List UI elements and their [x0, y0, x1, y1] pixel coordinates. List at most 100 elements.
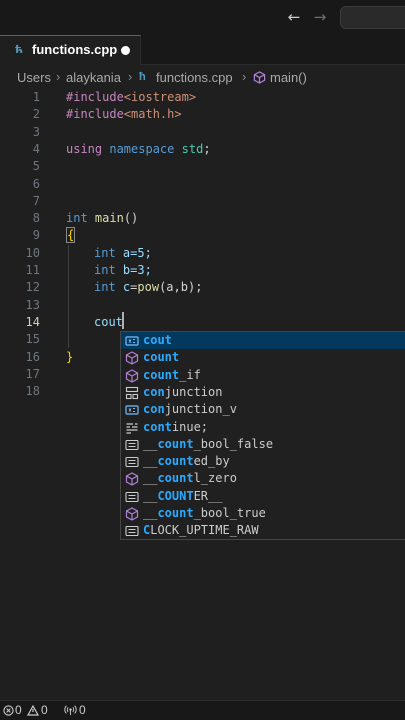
code-editor[interactable]: 1 2 3 4 5 6 7 8 9 10 11 12 13 14 15 16 1… — [0, 89, 405, 700]
line-number: 1 — [32, 90, 40, 104]
suggestion-item[interactable]: conjunction_v — [121, 401, 405, 418]
breadcrumb: Users › alaykania › ћ functions.cpp › ma… — [0, 65, 405, 89]
suggestion-item[interactable]: __counted_by — [121, 453, 405, 470]
parens: () — [123, 211, 139, 226]
method-cube-icon — [253, 71, 266, 84]
type-keyword: int — [94, 280, 116, 295]
line-number: 16 — [25, 349, 40, 364]
method-icon — [125, 351, 139, 365]
suggestion-item[interactable]: __count_bool_true — [121, 505, 405, 522]
error-icon[interactable] — [3, 705, 14, 716]
suggestion-label: CLOCK_UPTIME_RAW — [143, 523, 259, 538]
type-keyword: int — [94, 245, 116, 260]
typed-identifier: cout — [94, 314, 123, 329]
suggestion-item[interactable]: count — [121, 349, 405, 366]
tab-functions-cpp[interactable]: ћ functions.cpp — [0, 35, 141, 65]
status-bar: 0 0 0 — [0, 700, 405, 720]
arguments: (a,b); — [159, 280, 203, 295]
text-icon — [125, 455, 139, 469]
chevron-right-icon: › — [128, 69, 133, 84]
method-icon — [125, 472, 139, 487]
line-number: 2 — [32, 107, 40, 122]
line-number: 17 — [25, 366, 40, 381]
suggestion-label: __count_bool_false — [143, 436, 274, 451]
keyword-using: using — [66, 141, 103, 156]
code-line-8: int main() — [66, 210, 138, 227]
indent-guide — [68, 244, 69, 349]
suggestion-item[interactable]: count_if — [121, 367, 405, 384]
suggestion-label: continue; — [143, 419, 209, 434]
tab-label: functions.cpp — [32, 42, 118, 57]
type-keyword: int — [66, 211, 88, 226]
ports-count[interactable]: 0 — [79, 703, 86, 717]
breadcrumb-symbol[interactable]: main() — [270, 70, 307, 85]
suggestion-label: conjunction — [143, 384, 223, 399]
suggestion-label: __COUNTER__ — [143, 488, 223, 503]
line-number: 9 — [32, 228, 40, 243]
line-number-active: 14 — [25, 314, 40, 329]
arrow-right-icon[interactable]: → — [313, 8, 327, 26]
suggestion-label: __countl_zero — [143, 471, 237, 486]
line-number: 15 — [25, 332, 40, 347]
include-header: <iostream> — [123, 90, 197, 104]
variable-icon — [125, 334, 139, 348]
semicolon: ; — [203, 141, 211, 156]
preprocessor-directive: #include — [66, 107, 124, 122]
line-number: 4 — [32, 141, 40, 156]
open-brace-matched: { — [66, 227, 76, 244]
keyword-namespace: namespace — [109, 141, 175, 156]
declaration: a=5; — [122, 245, 152, 260]
command-center-search[interactable] — [340, 6, 405, 29]
code-line-2: #include<math.h> — [66, 106, 182, 123]
namespace-name: std — [181, 141, 204, 156]
error-count[interactable]: 0 — [15, 703, 22, 717]
chevron-right-icon: › — [56, 69, 61, 84]
text-icon — [125, 490, 139, 504]
code-line-11: int b=3; — [94, 262, 152, 279]
warning-icon[interactable] — [27, 705, 39, 716]
line-number: 3 — [32, 124, 40, 139]
suggestion-item[interactable]: __countl_zero — [121, 470, 405, 487]
method-icon — [125, 507, 139, 521]
text-icon — [125, 438, 139, 452]
type-keyword: int — [94, 263, 116, 277]
line-number: 5 — [32, 159, 40, 174]
code-line-9: { — [66, 227, 76, 244]
close-brace: } — [66, 349, 74, 364]
arrow-left-icon[interactable]: ← — [287, 8, 301, 26]
preprocessor-directive: #include — [66, 90, 124, 104]
ports-broadcast-icon[interactable] — [64, 705, 77, 716]
code-line-12: int c=pow(a,b); — [94, 279, 202, 296]
breadcrumb-folder-users[interactable]: Users — [17, 70, 51, 85]
chevron-right-icon: › — [242, 69, 247, 84]
suggestion-item[interactable]: conjunction — [121, 384, 405, 401]
suggestion-item[interactable]: cout — [121, 332, 405, 350]
c++-file-icon: ћ — [15, 43, 24, 56]
suggestion-item[interactable]: CLOCK_UPTIME_RAW — [121, 522, 405, 539]
variable: c — [122, 280, 131, 295]
suggestion-item[interactable]: __count_bool_false — [121, 436, 405, 453]
suggestion-item[interactable]: __COUNTER__ — [121, 488, 405, 505]
suggestion-label: conjunction_v — [143, 402, 237, 417]
unsaved-dot-icon[interactable] — [121, 46, 130, 55]
line-number: 7 — [32, 193, 40, 208]
variable-icon — [125, 403, 139, 417]
title-bar: ← → — [0, 0, 405, 35]
suggestion-item[interactable]: continue; — [121, 419, 405, 436]
include-header: <math.h> — [123, 107, 182, 122]
method-icon — [125, 368, 139, 383]
warning-count[interactable]: 0 — [41, 703, 48, 717]
code-line-16: } — [66, 349, 73, 366]
function-call: pow — [137, 280, 160, 295]
tab-bar: ћ functions.cpp — [0, 35, 405, 65]
code-line-1: #include<iostream> — [66, 89, 196, 106]
suggestion-label: __counted_by — [143, 454, 230, 469]
code-line-14: cout — [94, 314, 123, 331]
breadcrumb-file[interactable]: functions.cpp — [156, 70, 233, 85]
code-line-4: using namespace std; — [66, 141, 211, 158]
line-number: 6 — [32, 176, 40, 191]
line-number: 8 — [32, 211, 40, 226]
breadcrumb-folder-alaykania[interactable]: alaykania — [66, 70, 121, 85]
text-icon — [125, 524, 139, 538]
